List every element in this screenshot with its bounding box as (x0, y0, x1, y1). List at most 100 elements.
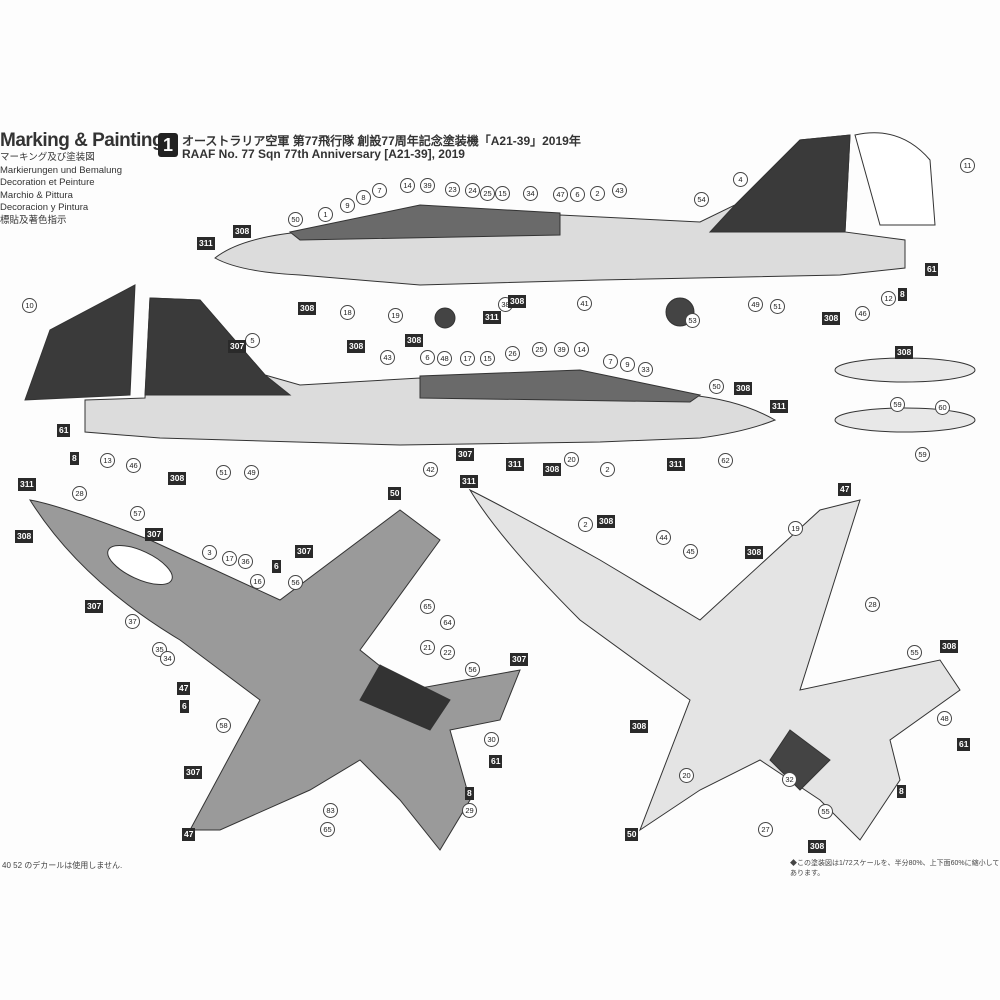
callout-number: 2 (600, 462, 615, 477)
paint-code-box: 308 (168, 472, 187, 485)
callout-number: 41 (577, 296, 592, 311)
callout-number: 26 (505, 346, 520, 361)
callout-number: 43 (380, 350, 395, 365)
paint-code-box: 311 (197, 237, 215, 250)
paint-code-box: 8 (897, 785, 906, 798)
paint-code-box: 308 (630, 720, 649, 733)
callout-number: 47 (553, 187, 568, 202)
callout-number: 23 (445, 182, 460, 197)
callout-number: 39 (554, 342, 569, 357)
paint-code-box: 311 (770, 400, 788, 413)
paint-code-box: 308 (405, 334, 424, 347)
paint-code-box: 61 (57, 424, 71, 437)
callout-number: 51 (216, 465, 231, 480)
paint-code-box: 61 (925, 263, 939, 276)
callout-number: 42 (423, 462, 438, 477)
callout-number: 49 (748, 297, 763, 312)
lang-it: Marchio & Pittura (0, 189, 73, 201)
callout-number: 12 (881, 291, 896, 306)
callout-number: 46 (126, 458, 141, 473)
paint-code-box: 308 (347, 340, 366, 353)
callout-number: 6 (570, 187, 585, 202)
paint-code-box: 307 (85, 600, 104, 613)
callout-number: 19 (788, 521, 803, 536)
callout-number: 13 (100, 453, 115, 468)
callout-number: 57 (130, 506, 145, 521)
callout-number: 55 (818, 804, 833, 819)
callout-number: 53 (685, 313, 700, 328)
callout-number: 55 (907, 645, 922, 660)
lang-de: Markierungen und Bemalung (0, 164, 122, 176)
callout-number: 34 (523, 186, 538, 201)
callout-number: 43 (612, 183, 627, 198)
callout-number: 49 (244, 465, 259, 480)
side-view-left (214, 132, 936, 329)
language-list: マーキング及び塗装図 Markierungen und Bemalung Dec… (0, 152, 122, 228)
paint-code-box: 61 (957, 738, 971, 751)
lang-zh: 標貼及著色指示 (0, 214, 67, 226)
callout-number: 27 (758, 822, 773, 837)
callout-number: 50 (288, 212, 303, 227)
callout-number: 16 (250, 574, 265, 589)
paint-code-box: 307 (510, 653, 529, 666)
page-title: Marking & Painting (0, 130, 164, 151)
paint-code-box: 311 (667, 458, 685, 471)
callout-number: 65 (420, 599, 435, 614)
bottom-view (468, 488, 961, 841)
callout-number: 48 (437, 351, 452, 366)
scheme-title-en: RAAF No. 77 Sqn 77th Anniversary [A21-39… (182, 147, 465, 161)
callout-number: 11 (960, 158, 975, 173)
callout-number: 3 (202, 545, 217, 560)
callout-number: 25 (480, 186, 495, 201)
callout-number: 21 (420, 640, 435, 655)
scale-note: ◆この塗装図は1/72スケールを、半分80%、上下面60%に縮小してあります。 (790, 860, 1000, 877)
side-view-right (24, 284, 777, 446)
paint-code-box: 6 (180, 700, 189, 713)
paint-code-box: 308 (15, 530, 34, 543)
callout-number: 14 (574, 342, 589, 357)
paint-code-box: 308 (597, 515, 616, 528)
callout-number: 20 (679, 768, 694, 783)
callout-number: 18 (340, 305, 355, 320)
paint-code-box: 307 (145, 528, 164, 541)
paint-code-box: 307 (295, 545, 314, 558)
callout-number: 33 (638, 362, 653, 377)
callout-number: 56 (288, 575, 303, 590)
callout-number: 22 (440, 645, 455, 660)
paint-code-box: 61 (489, 755, 503, 768)
paint-code-box: 311 (460, 475, 478, 488)
callout-number: 9 (620, 357, 635, 372)
scheme-title-jp: オーストラリア空軍 第77飛行隊 創設77周年記念塗装機「A21-39」2019… (182, 134, 581, 148)
paint-code-box: 6 (272, 560, 281, 573)
lang-fr: Decoration et Peinture (0, 177, 95, 189)
paint-code-box: 311 (506, 458, 524, 471)
paint-code-box: 307 (184, 766, 203, 779)
callout-number: 36 (238, 554, 253, 569)
paint-code-box: 308 (808, 840, 827, 853)
paint-code-box: 308 (298, 302, 317, 315)
callout-number: 14 (400, 178, 415, 193)
callout-number: 58 (216, 718, 231, 733)
callout-number: 65 (320, 822, 335, 837)
paint-code-box: 308 (233, 225, 252, 238)
callout-number: 54 (694, 192, 709, 207)
paint-code-box: 8 (465, 787, 474, 800)
callout-number: 9 (340, 198, 355, 213)
callout-number: 29 (462, 803, 477, 818)
callout-number: 7 (372, 183, 387, 198)
paint-code-box: 307 (228, 340, 247, 353)
callout-number: 37 (125, 614, 140, 629)
callout-number: 56 (465, 662, 480, 677)
paint-code-box: 307 (456, 448, 475, 461)
paint-code-box: 308 (940, 640, 959, 653)
paint-code-box: 50 (388, 487, 402, 500)
callout-number: 2 (578, 517, 593, 532)
paint-code-box: 50 (625, 828, 639, 841)
paint-code-box: 308 (543, 463, 562, 476)
callout-number: 45 (683, 544, 698, 559)
callout-number: 44 (656, 530, 671, 545)
callout-number: 19 (388, 308, 403, 323)
paint-code-box: 311 (18, 478, 36, 491)
